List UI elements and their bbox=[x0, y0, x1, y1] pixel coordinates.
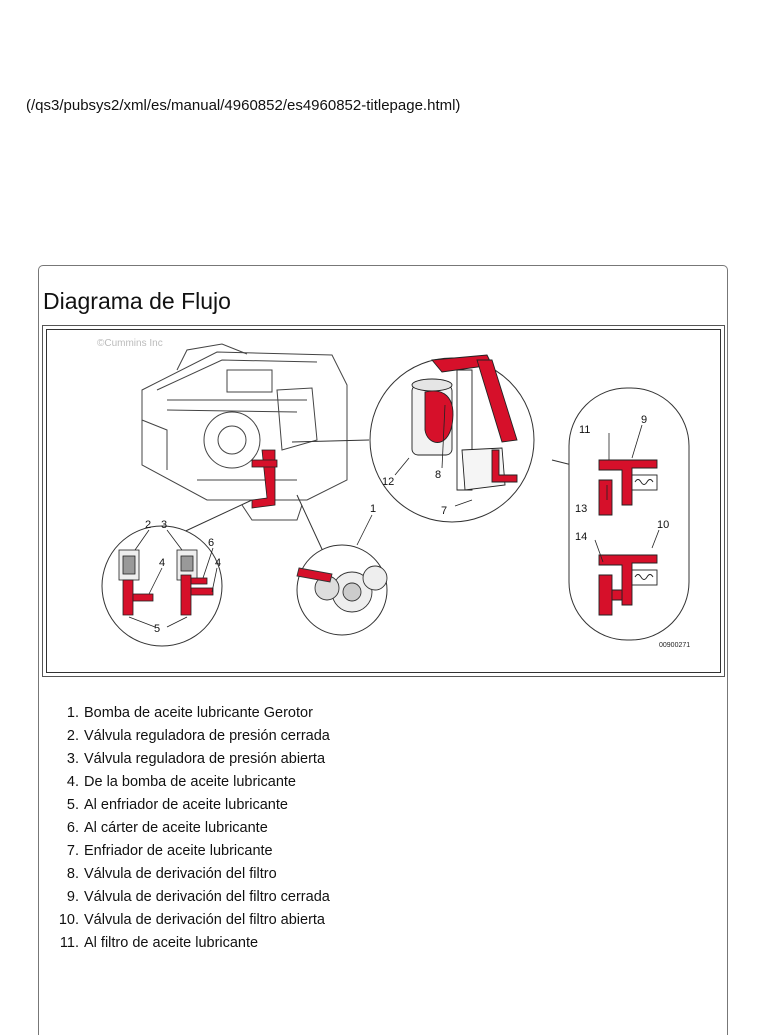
bypass-valve-open bbox=[598, 554, 658, 616]
callout-10: 10 bbox=[657, 519, 669, 531]
callout-6: 6 bbox=[208, 537, 214, 549]
engine-oil-passage bbox=[251, 449, 278, 509]
legend-number: 9. bbox=[66, 889, 79, 905]
flow-diagram-card: Diagrama de Flujo ©Cummins Inc bbox=[38, 265, 728, 1035]
callout-1: 1 bbox=[370, 503, 376, 515]
legend-number: 1. bbox=[66, 705, 79, 721]
figure-inner: ©Cummins Inc bbox=[46, 329, 721, 673]
callout-7: 7 bbox=[441, 505, 447, 517]
callout-11: 11 bbox=[579, 424, 590, 436]
watermark-text: ©Cummins Inc bbox=[97, 338, 163, 349]
figure-frame: ©Cummins Inc bbox=[42, 325, 725, 677]
pump-callout-leader bbox=[356, 514, 373, 546]
legend-text: Al cárter de aceite lubricante bbox=[84, 820, 268, 836]
legend-text: Válvula de derivación del filtro cerrada bbox=[84, 889, 330, 905]
legend-text: Al filtro de aceite lubricante bbox=[84, 935, 259, 951]
legend-number: 10. bbox=[58, 912, 79, 928]
legend-number: 6. bbox=[66, 820, 79, 836]
legend-number: 4. bbox=[66, 774, 79, 790]
legend-text: Válvula de derivación del filtro bbox=[84, 866, 277, 882]
legend-item: 2. Válvula reguladora de presión cerrada bbox=[47, 725, 330, 748]
filter-cooler-illustration bbox=[411, 354, 518, 491]
legend-item: 4. De la bomba de aceite lubricante bbox=[47, 771, 330, 794]
callout-leaders-left bbox=[128, 529, 218, 628]
gerotor-pump-illustration bbox=[296, 565, 388, 613]
legend-item: 6. Al cárter de aceite lubricante bbox=[47, 817, 330, 840]
legend-item: 3. Válvula reguladora de presión abierta bbox=[47, 748, 330, 771]
legend-text: Al enfriador de aceite lubricante bbox=[84, 797, 288, 813]
bypass-valve-closed bbox=[598, 459, 658, 516]
lubrication-flow-diagram: ©Cummins Inc bbox=[97, 338, 690, 649]
legend-number: 5. bbox=[66, 797, 79, 813]
legend-item: 9. Válvula de derivación del filtro cerra… bbox=[47, 886, 330, 909]
callout-14: 14 bbox=[575, 531, 587, 543]
pressure-valve-open bbox=[176, 549, 214, 616]
legend-item: 11. Al filtro de aceite lubricante bbox=[47, 932, 330, 955]
legend-text: Válvula de derivación del filtro abierta bbox=[84, 912, 325, 928]
url-path-text: (/qs3/pubsys2/xml/es/manual/4960852/es49… bbox=[26, 97, 461, 114]
legend-number: 11. bbox=[59, 935, 79, 951]
legend-number: 8. bbox=[66, 866, 79, 882]
callout-8: 8 bbox=[435, 469, 441, 481]
legend-text: Bomba de aceite lubricante Gerotor bbox=[84, 705, 313, 721]
callout-12: 12 bbox=[382, 476, 394, 488]
callout-3: 3 bbox=[161, 519, 167, 531]
legend-text: Enfriador de aceite lubricante bbox=[84, 843, 273, 859]
legend-item: 10. Válvula de derivación del filtro abie… bbox=[47, 909, 330, 932]
pressure-valve-closed bbox=[118, 549, 154, 616]
section-title: Diagrama de Flujo bbox=[43, 288, 231, 314]
engine-illustration bbox=[141, 343, 348, 521]
legend-item: 5. Al enfriador de aceite lubricante bbox=[47, 794, 330, 817]
callout-2: 2 bbox=[145, 519, 151, 531]
callout-numbers: 1 2 3 4 4 5 6 7 8 9 10 11 12 13 14 bbox=[145, 414, 669, 635]
figure-code: 00900271 bbox=[659, 642, 690, 649]
callout-5: 5 bbox=[154, 623, 160, 635]
callout-13: 13 bbox=[575, 503, 587, 515]
legend-number: 3. bbox=[66, 751, 79, 767]
pressure-valve-detail-circle bbox=[101, 525, 223, 647]
callout-leaders-middle bbox=[394, 404, 473, 507]
callout-4b: 4 bbox=[215, 557, 221, 569]
callout-9: 9 bbox=[641, 414, 647, 426]
legend-item: 7. Enfriador de aceite lubricante bbox=[47, 840, 330, 863]
legend-list: 1. Bomba de aceite lubricante Gerotor 2. V… bbox=[47, 702, 330, 955]
legend-item: 1. Bomba de aceite lubricante Gerotor bbox=[47, 702, 330, 725]
legend-text: Válvula reguladora de presión cerrada bbox=[84, 728, 330, 744]
legend-text: De la bomba de aceite lubricante bbox=[84, 774, 296, 790]
legend-item: 8. Válvula de derivación del filtro bbox=[47, 863, 330, 886]
legend-text: Válvula reguladora de presión abierta bbox=[84, 751, 326, 767]
callout-4a: 4 bbox=[159, 557, 165, 569]
callout-leaders-right bbox=[594, 424, 660, 563]
legend-number: 2. bbox=[66, 728, 79, 744]
legend-number: 7. bbox=[66, 843, 79, 859]
